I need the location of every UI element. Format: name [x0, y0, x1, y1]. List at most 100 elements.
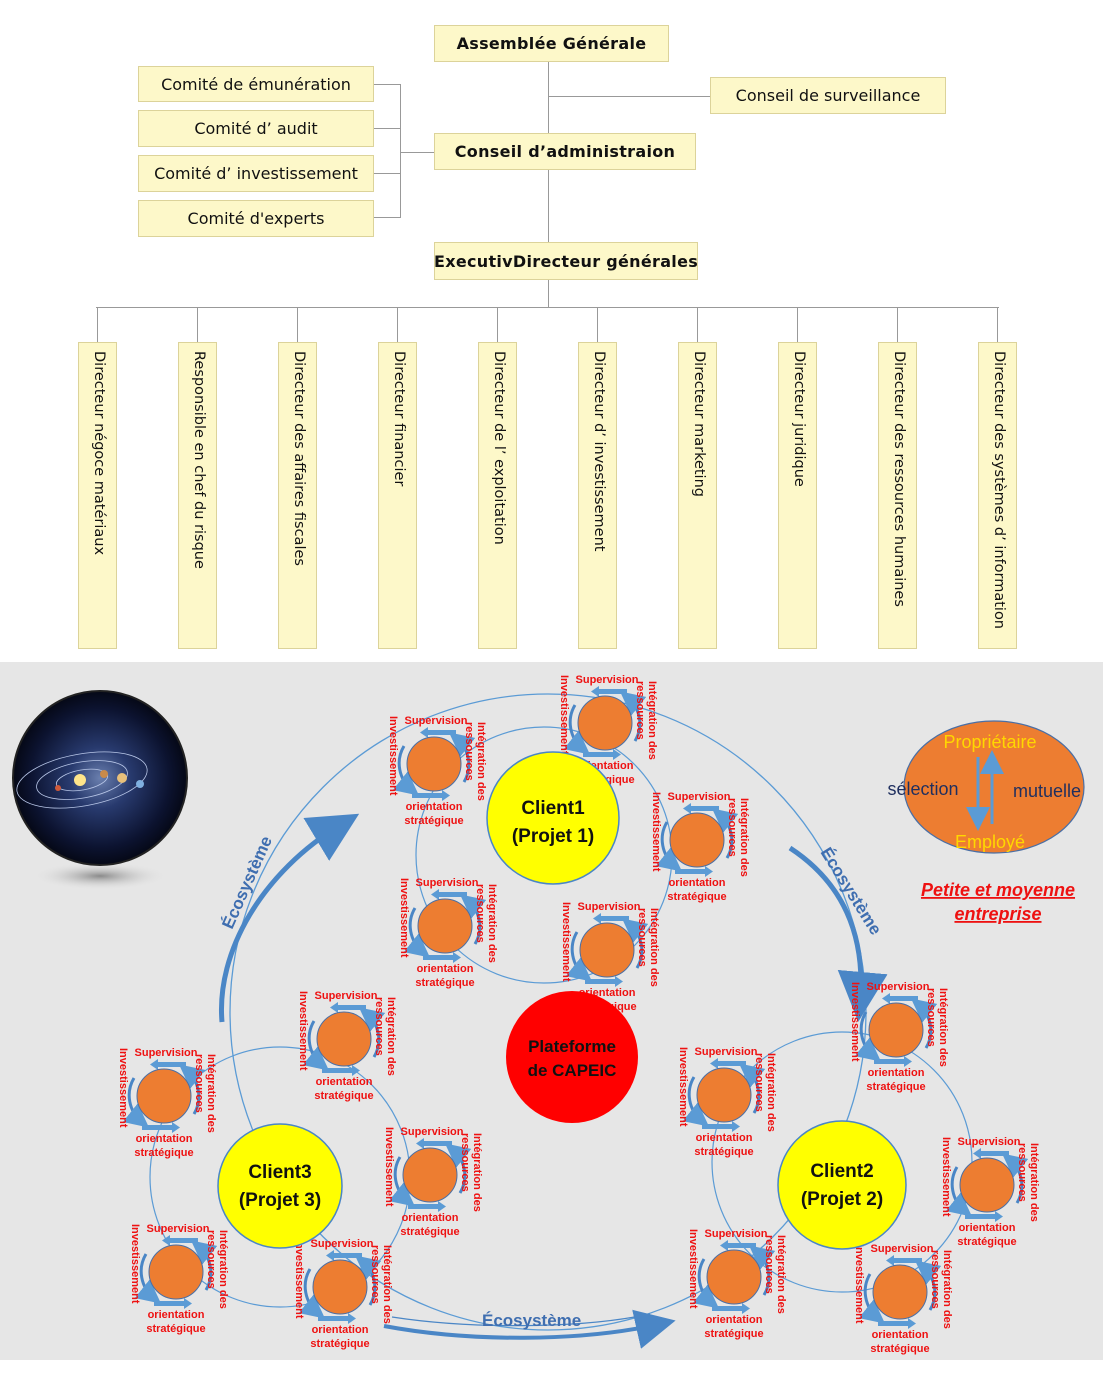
- label-orientation-2: stratégique: [310, 1338, 369, 1350]
- director-label-9: Directeur des ressources humaines: [890, 351, 907, 607]
- label-integration: Intégration des: [765, 1053, 777, 1132]
- client1: Client1 (Projet 1): [486, 751, 620, 885]
- client3-name: Client3: [248, 1162, 311, 1183]
- cycle-arrow-icon: [858, 1273, 886, 1324]
- supervision-arrow-icon: [728, 1243, 756, 1248]
- cycle-arrow-icon: [388, 1156, 416, 1207]
- cycle-arrow-icon: [403, 907, 431, 958]
- orientation-arrow-icon: [318, 1316, 348, 1321]
- label-supervision: Supervision: [867, 981, 930, 993]
- director-box-8: Directeur juridique: [778, 342, 817, 649]
- cycle-arrow-icon: [692, 1258, 720, 1309]
- label-integration-2: ressources: [205, 1230, 217, 1289]
- cycle-arrow-icon: [910, 998, 938, 1049]
- cycle-arrow-icon: [459, 894, 487, 945]
- label-orientation-2: stratégique: [667, 891, 726, 903]
- label-integration-2: ressources: [369, 1245, 381, 1304]
- cycle-arrow-icon: [298, 1268, 326, 1319]
- label-orientation: orientation: [669, 877, 726, 889]
- cycle-arrow-icon: [945, 1166, 973, 1217]
- supervision-arrow-icon: [334, 1253, 362, 1258]
- cycle-arrow-icon: [178, 1064, 206, 1115]
- node-circle: [868, 1002, 924, 1058]
- label-supervision: Supervision: [405, 715, 468, 727]
- orientation-arrow-icon: [154, 1301, 184, 1306]
- label-orientation: orientation: [959, 1222, 1016, 1234]
- label-supervision: Supervision: [668, 791, 731, 803]
- client2-project: (Projet 2): [801, 1189, 883, 1210]
- supervision-arrow-icon: [894, 1258, 922, 1263]
- supervision-arrow-icon: [428, 730, 456, 735]
- cycle-arrow-icon: [354, 1255, 382, 1306]
- label-investissement: Investissement: [940, 1137, 952, 1217]
- supervision-arrow-icon: [691, 806, 719, 811]
- client1-name: Client1: [521, 798, 585, 819]
- node-circle: [417, 898, 473, 954]
- cycle-arrow-icon: [738, 1063, 766, 1114]
- label-integration: Intégration des: [381, 1245, 393, 1324]
- label-integration-2: ressources: [929, 1250, 941, 1309]
- orientation-arrow-icon: [412, 793, 442, 798]
- client1-project: (Projet 1): [512, 826, 594, 847]
- label-supervision: Supervision: [135, 1047, 198, 1059]
- label-orientation: orientation: [402, 1212, 459, 1224]
- director-label-7: Directeur marketing: [690, 351, 707, 497]
- node-circle: [316, 1011, 372, 1067]
- sme-owner: Propriétaire: [943, 732, 1036, 752]
- label-integration-2: ressources: [474, 884, 486, 943]
- label-integration: Intégration des: [738, 798, 750, 877]
- board-box: Conseil d’administraion: [434, 133, 696, 170]
- label-orientation-2: stratégique: [314, 1090, 373, 1102]
- node-circle: [669, 812, 725, 868]
- label-investissement: Investissement: [297, 991, 309, 1071]
- orientation-arrow-icon: [712, 1306, 742, 1311]
- director-box-1: Directeur négoce matériaux: [78, 342, 117, 649]
- director-box-4: Directeur financier: [378, 342, 417, 649]
- node-circle: [696, 1067, 752, 1123]
- node-circle: [402, 1147, 458, 1203]
- label-orientation: orientation: [136, 1133, 193, 1145]
- label-orientation-2: stratégique: [404, 815, 463, 827]
- director-label-4: Directeur financier: [390, 351, 407, 487]
- label-supervision: Supervision: [315, 990, 378, 1002]
- supervision-arrow-icon: [981, 1151, 1009, 1156]
- director-label-1: Directeur négoce matériaux: [90, 351, 107, 556]
- label-integration: Intégration des: [205, 1054, 217, 1133]
- committee-investment: Comité d’ investissement: [138, 155, 374, 192]
- label-integration-2: ressources: [726, 798, 738, 857]
- supervisory-board-box: Conseil de surveillance: [710, 77, 946, 114]
- cycle-arrow-icon: [854, 1011, 882, 1062]
- ecosystem-svg: Écosystème Écosystème Écosystème Supervi…: [12, 674, 1085, 1355]
- cycle-arrow-icon: [122, 1077, 150, 1128]
- committee-audit: Comité d’ audit: [138, 110, 374, 147]
- node-circle: [148, 1244, 204, 1300]
- node-circle: [577, 695, 633, 751]
- label-integration: Intégration des: [475, 722, 487, 801]
- label-integration-2: ressources: [763, 1235, 775, 1294]
- label-investissement: Investissement: [558, 675, 570, 755]
- label-orientation-2: stratégique: [870, 1343, 929, 1355]
- label-integration: Intégration des: [648, 908, 660, 987]
- supervision-arrow-icon: [424, 1141, 452, 1146]
- orientation-arrow-icon: [874, 1059, 904, 1064]
- client2: Client2 (Projet 2): [777, 1120, 907, 1250]
- cycle-arrow-icon: [748, 1245, 776, 1296]
- client3-project: (Projet 3): [239, 1190, 321, 1211]
- cycle-arrow-icon: [711, 808, 739, 859]
- label-integration-2: ressources: [463, 722, 475, 781]
- cycle-arrow-icon: [302, 1020, 330, 1071]
- orientation-arrow-icon: [878, 1321, 908, 1326]
- label-investissement: Investissement: [687, 1229, 699, 1309]
- node-circle: [406, 736, 462, 792]
- label-integration: Intégration des: [646, 681, 658, 760]
- label-integration: Intégration des: [217, 1230, 229, 1309]
